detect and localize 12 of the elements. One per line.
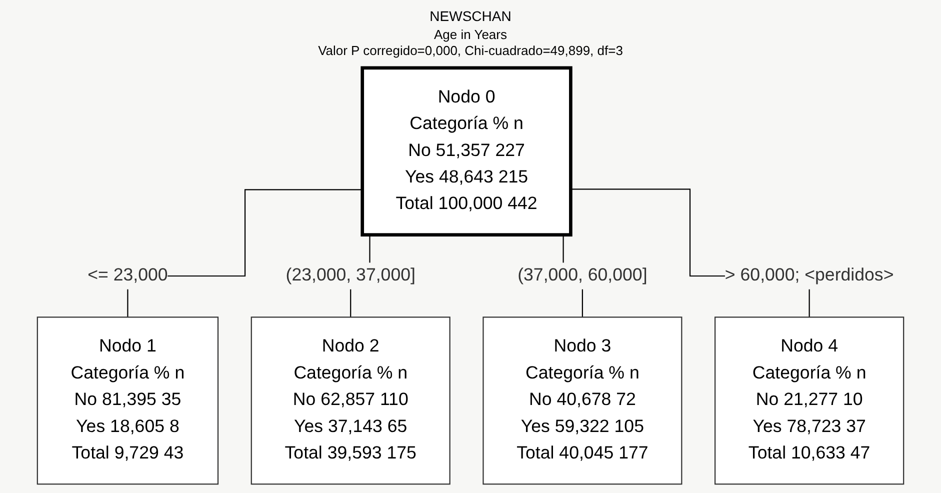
edge-label: <= 23,000 bbox=[88, 266, 168, 285]
diagram-title: NEWSCHAN bbox=[430, 8, 512, 24]
edge-label: (23,000, 37,000] bbox=[286, 266, 416, 285]
node-box: Nodo 0 Categoría % n No 51,357 227 Yes 48,643 215 Total 100,000 442 bbox=[360, 66, 572, 236]
node-box: Nodo 4 Categoría % n No 21,277 10 Yes 78,723 37 Total 10,633 47 bbox=[714, 316, 904, 485]
edge-label: > 60,000; <perdidos> bbox=[724, 266, 894, 285]
edge-label: (37,000, 60,000] bbox=[518, 266, 648, 285]
node-box: Nodo 2 Categoría % n No 62,857 110 Yes 37,143 65 Total 39,593 175 bbox=[250, 316, 450, 485]
node-box: Nodo 1 Categoría % n No 81,395 35 Yes 18,605 8 Total 9,729 43 bbox=[36, 316, 219, 485]
split-note: Age in Years bbox=[432, 27, 508, 42]
split-note: Valor P corregido=0,000, Chi-cuadrado=49,899, df=3 bbox=[318, 43, 623, 58]
node-box: Nodo 3 Categoría % n No 40,678 72 Yes 59,322 105 Total 40,045 177 bbox=[482, 316, 682, 485]
